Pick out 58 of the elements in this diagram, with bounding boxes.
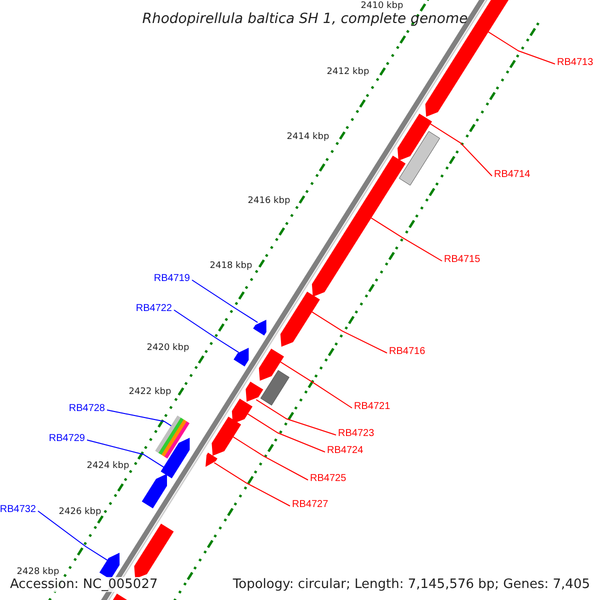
title: Rhodopirellula baltica SH 1, complete genome (142, 12, 468, 26)
leader-line (214, 462, 290, 506)
gene-label: RB4716 (389, 347, 426, 357)
leader-line (192, 280, 258, 323)
leader-line (38, 510, 108, 561)
gene-label: RB4719 (154, 274, 190, 284)
gene-block (206, 452, 218, 467)
gene-label: RB4713 (557, 58, 594, 68)
gene-label: RB4722 (136, 304, 172, 314)
gene-label: RB4727 (292, 500, 328, 510)
gene-label: RB4725 (310, 474, 346, 484)
gene-block (234, 348, 249, 366)
leader-line (246, 413, 326, 452)
scale-label: 2424 kbp (86, 462, 130, 470)
footer-text: Topology: circular; Length: 7,145,576 bp; Genes: 7,405 (230, 576, 592, 592)
gene-block (253, 320, 266, 336)
gene-label: RB4728 (68, 404, 105, 414)
scale-label: 2422 kbp (128, 388, 172, 396)
gene-label: RB4714 (494, 170, 530, 180)
gene-label: RB4729 (48, 434, 85, 444)
gene-block (142, 474, 167, 508)
leader-line (311, 311, 388, 354)
gene-label: RB4715 (444, 255, 480, 265)
leader-line (232, 436, 308, 480)
gene-block (99, 552, 120, 580)
scale-label: 2410 kbp (360, 2, 404, 10)
gene-label: RB4721 (354, 402, 390, 412)
gene-block (397, 114, 432, 161)
gene-block (280, 292, 320, 347)
leader-line (370, 217, 442, 262)
scale-label: 2420 kbp (146, 344, 190, 352)
gene-block (312, 156, 406, 297)
gene-label: RB4724 (327, 446, 364, 456)
footer-text: Accession: NC_005027 (8, 576, 160, 592)
gene-box (260, 370, 290, 406)
leader-line (256, 399, 336, 436)
gene-block (212, 416, 242, 456)
gene-box (155, 416, 190, 459)
gene-block (246, 382, 264, 402)
leader-line (106, 410, 172, 426)
scale-label: 2412 kbp (326, 68, 370, 76)
leader-line (430, 123, 492, 176)
scale-label: 2416 kbp (248, 196, 290, 206)
gene-block (134, 524, 174, 579)
leader-line (280, 361, 352, 408)
scale-label: 2428 kbp (16, 568, 60, 576)
leader-line (174, 310, 240, 353)
gene-block (160, 438, 190, 478)
scale-label: 2426 kbp (58, 508, 102, 516)
gene-label: RB4732 (0, 505, 36, 515)
gene-box (398, 131, 440, 186)
scale-label: 2418 kbp (210, 262, 252, 270)
gene-block (258, 348, 284, 381)
gene-block (232, 398, 252, 424)
leader-line (488, 31, 556, 64)
scale-label: 2414 kbp (286, 132, 330, 142)
gene-label: RB4723 (338, 429, 374, 439)
leader-line (86, 440, 164, 468)
